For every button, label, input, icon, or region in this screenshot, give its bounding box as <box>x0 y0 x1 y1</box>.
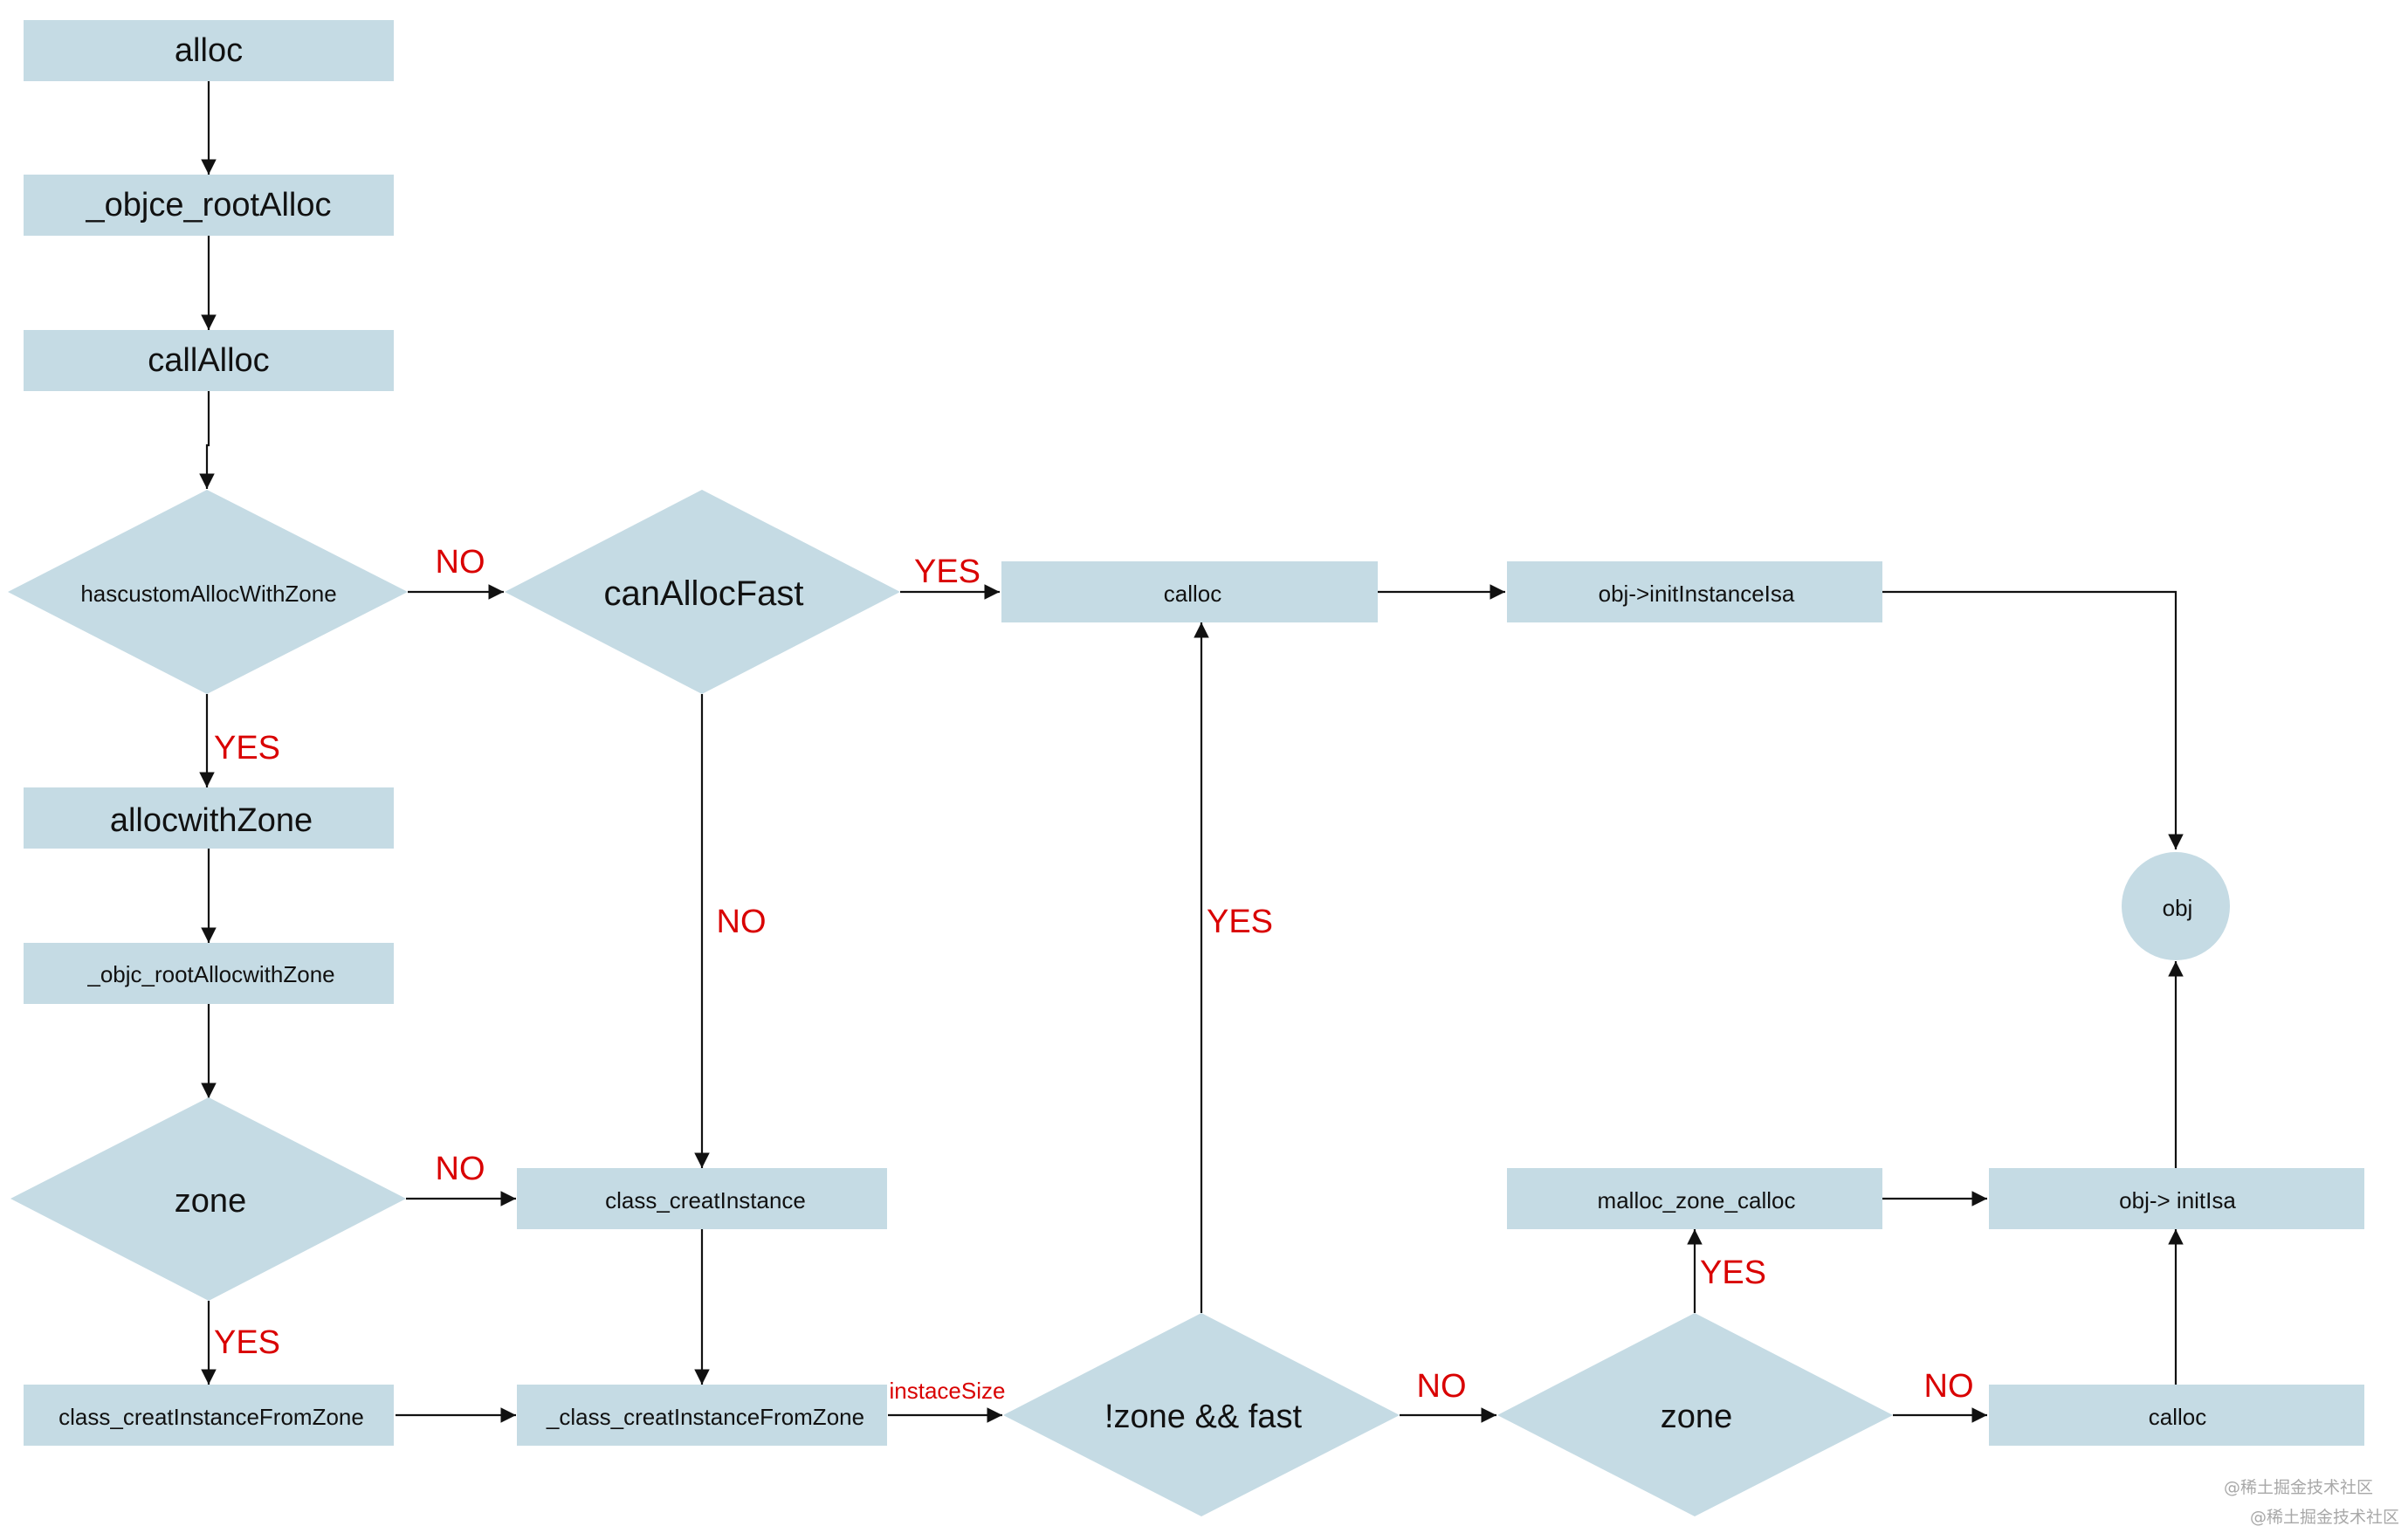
label-zone-right-no: NO <box>1924 1368 1974 1405</box>
node-private-class-creatinstancefromzone-label: _class_creatInstanceFromZone <box>546 1404 864 1430</box>
node-objc-rootallocwithzone-label: _objc_rootAllocwithZone <box>86 961 334 987</box>
node-private-class-creatinstancefromzone: _class_creatInstanceFromZone <box>517 1385 887 1446</box>
edges <box>199 81 2184 1423</box>
watermark: @稀土掘金技术社区 @稀土掘金技术社区 <box>2224 1478 2399 1527</box>
node-class-creatinstance-label: class_creatInstance <box>605 1187 806 1213</box>
node-obj-label: obj <box>2163 895 2193 921</box>
node-calloc-bottom: calloc <box>1989 1385 2364 1446</box>
node-initinstanceisa: obj->initInstanceIsa <box>1507 561 1882 622</box>
node-class-creatinstancefromzone-label: class_creatInstanceFromZone <box>58 1404 364 1430</box>
node-zone-right-label: zone <box>1661 1399 1732 1435</box>
node-callalloc-label: callAlloc <box>148 342 269 379</box>
label-instacesize: instaceSize <box>890 1378 1006 1404</box>
label-zone-right-yes: YES <box>1700 1255 1766 1291</box>
node-canallocfast: canAllocFast <box>505 490 900 694</box>
node-class-creatinstancefromzone: class_creatInstanceFromZone <box>24 1385 394 1446</box>
label-hascustom-no: NO <box>436 544 485 581</box>
label-hascustom-yes: YES <box>214 730 280 766</box>
node-initisa: obj-> initIsa <box>1989 1168 2364 1229</box>
edge-labels: NO YES YES NO NO YES instaceSize YES NO … <box>214 544 1974 1405</box>
node-canallocfast-label: canAllocFast <box>604 574 804 613</box>
node-callalloc: callAlloc <box>24 330 394 391</box>
node-zone-left-label: zone <box>175 1183 246 1220</box>
node-obj: obj <box>2122 852 2230 960</box>
edge-callalloc-to-hascustom <box>199 391 215 489</box>
node-objce-rootalloc-label: _objce_rootAlloc <box>86 187 332 223</box>
node-zone-right: zone <box>1497 1313 1893 1516</box>
label-notzonefast-no: NO <box>1417 1368 1467 1405</box>
node-alloc-label: alloc <box>175 32 243 69</box>
node-malloc-zone-calloc-label: malloc_zone_calloc <box>1598 1187 1796 1213</box>
label-notzonefast-yes: YES <box>1207 904 1273 940</box>
node-calloc-bottom-label: calloc <box>2149 1404 2206 1430</box>
watermark-line-2: @稀土掘金技术社区 <box>2250 1508 2399 1527</box>
node-class-creatinstance: class_creatInstance <box>517 1168 887 1229</box>
node-objc-rootallocwithzone: _objc_rootAllocwithZone <box>24 943 394 1004</box>
node-calloc-top-label: calloc <box>1164 581 1221 607</box>
node-allocwithzone-label: allocwithZone <box>110 802 313 839</box>
node-calloc-top: calloc <box>1001 561 1378 622</box>
node-hascustomallocwithzone: hascustomAllocWithZone <box>8 490 408 694</box>
label-canallocfast-no: NO <box>717 904 767 940</box>
node-hascustomallocwithzone-label: hascustomAllocWithZone <box>80 581 336 607</box>
watermark-line-1: @稀土掘金技术社区 <box>2224 1478 2373 1497</box>
node-alloc: alloc <box>24 20 394 81</box>
node-initisa-label: obj-> initIsa <box>2119 1187 2236 1213</box>
label-zone-left-yes: YES <box>214 1324 280 1361</box>
node-zone-left: zone <box>10 1097 406 1301</box>
label-canallocfast-yes: YES <box>914 553 980 590</box>
node-initinstanceisa-label: obj->initInstanceIsa <box>1599 581 1795 607</box>
node-malloc-zone-calloc: malloc_zone_calloc <box>1507 1168 1882 1229</box>
node-allocwithzone: allocwithZone <box>24 787 394 849</box>
node-not-zone-and-fast-label: !zone && fast <box>1104 1399 1302 1435</box>
label-zone-left-no: NO <box>436 1151 485 1187</box>
edge-initinstanceisa-to-obj <box>1882 590 2184 849</box>
node-not-zone-and-fast: !zone && fast <box>1003 1313 1400 1516</box>
node-objce-rootalloc: _objce_rootAlloc <box>24 175 394 236</box>
